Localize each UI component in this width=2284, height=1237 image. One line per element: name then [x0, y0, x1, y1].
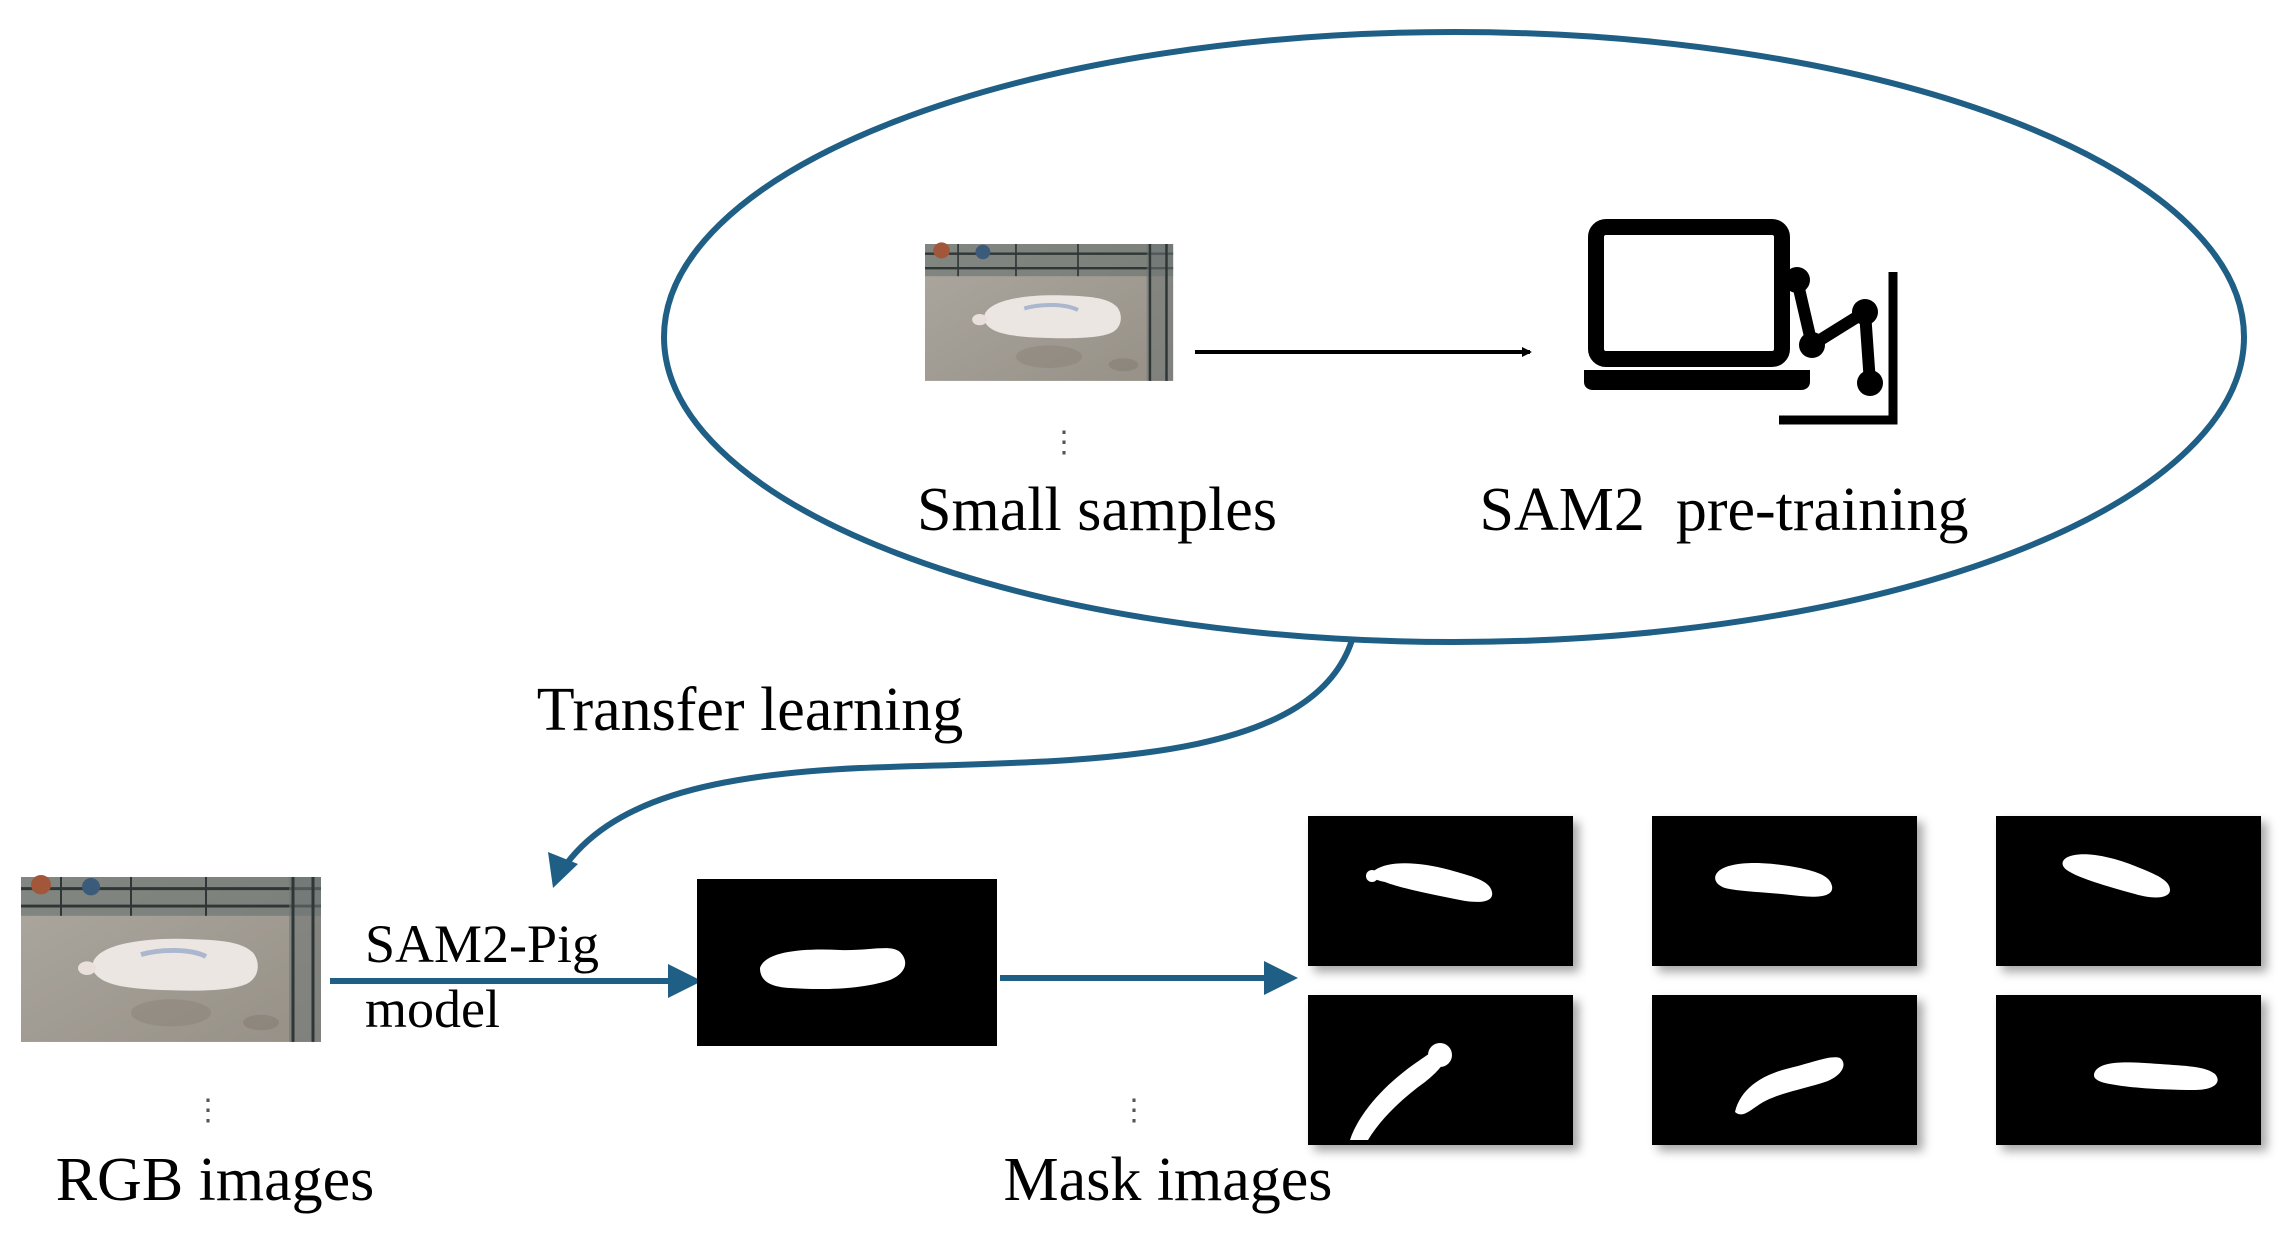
- sam2-pretraining-label: SAM2 pre-training: [1479, 476, 1968, 544]
- mask-images-ellipsis: ⋮: [1119, 1094, 1149, 1127]
- masks-arrowhead: [1264, 961, 1298, 995]
- small-sample-photo: [925, 242, 1173, 380]
- mask-tile: [1308, 995, 1573, 1145]
- model-label-line2: model: [365, 979, 500, 1039]
- mask-image-main: [697, 879, 997, 1046]
- laptop-with-chart-icon: [1584, 219, 1898, 425]
- rgb-images-label: RGB images: [56, 1146, 375, 1214]
- small-samples-label: Small samples: [917, 476, 1277, 544]
- mask-tile: [1996, 995, 2261, 1145]
- rgb-images-ellipsis: ⋮: [193, 1094, 223, 1127]
- model-label-line1: SAM2-Pig: [365, 914, 599, 974]
- pretraining-ellipse: [661, 29, 2247, 645]
- mask-grid: [1308, 816, 2261, 1145]
- mask-tile: [1652, 816, 1917, 966]
- rgb-image-photo: [21, 875, 321, 1042]
- small-samples-ellipsis: ⋮: [1049, 426, 1079, 459]
- mask-images-label: Mask images: [1004, 1146, 1333, 1214]
- mask-tile: [1308, 816, 1573, 966]
- model-arrowhead: [668, 964, 702, 998]
- transfer-learning-arrowhead: [548, 852, 578, 888]
- transfer-learning-label: Transfer learning: [537, 676, 963, 744]
- mask-tile: [1652, 995, 1917, 1145]
- transfer-learning-arrow: [559, 639, 1355, 872]
- mask-tile: [1996, 816, 2261, 966]
